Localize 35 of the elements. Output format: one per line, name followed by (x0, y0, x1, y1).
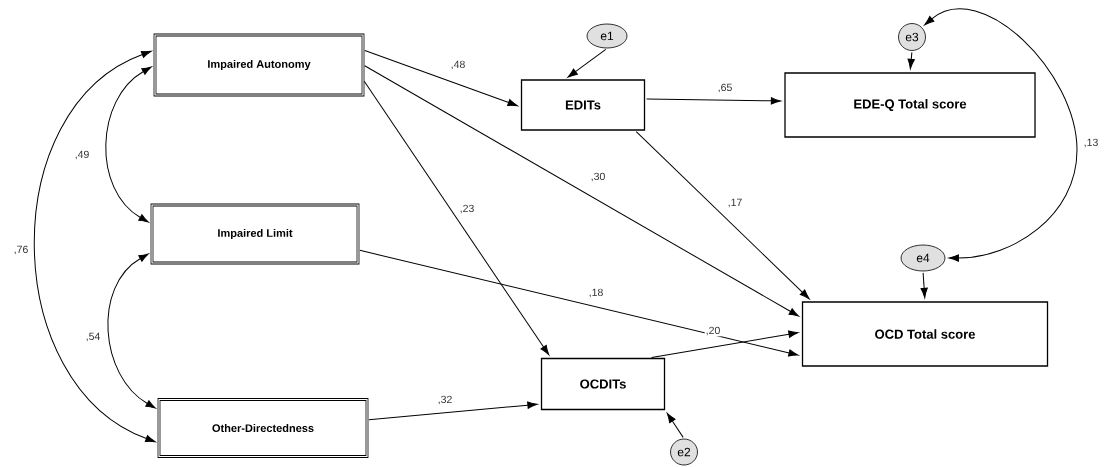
arrow (107, 253, 156, 409)
variable-box: OCD Total score (801, 301, 1049, 367)
arrow (651, 330, 799, 359)
variable-box: Impaired Autonomy (153, 33, 365, 97)
variable-box: EDITs (520, 79, 646, 131)
arrow (363, 80, 550, 356)
arrow (920, 272, 928, 299)
arrow (359, 249, 799, 357)
edge-label: ,65 (716, 82, 734, 94)
edge-label: ,49 (73, 149, 91, 161)
arrow (646, 97, 782, 105)
arrow (567, 48, 607, 78)
edge-label: ,76 (12, 244, 30, 256)
arrow (33, 50, 156, 443)
arrow (907, 51, 915, 70)
arrow (364, 65, 800, 317)
arrow (666, 412, 684, 438)
edge-label: ,32 (436, 394, 454, 406)
edge-label: ,13 (1082, 137, 1100, 149)
edge-label: ,20 (704, 325, 722, 337)
variable-box: EDE-Q Total score (784, 72, 1036, 138)
arrow (364, 50, 518, 107)
arrow (105, 66, 152, 223)
arrow (635, 131, 810, 300)
variable-box: Impaired Limit (150, 203, 360, 265)
edge-label: ,23 (458, 203, 476, 215)
edge-label: ,54 (84, 331, 102, 343)
edge-label: ,48 (449, 59, 467, 71)
variable-box: Other-Directedness (157, 398, 369, 458)
variable-box: OCDITs (540, 357, 666, 411)
edge-label: ,18 (587, 287, 605, 299)
arrow (924, 8, 1078, 262)
arrow (368, 401, 538, 421)
edge-label: ,30 (589, 171, 607, 183)
edge-label: ,17 (726, 197, 744, 209)
